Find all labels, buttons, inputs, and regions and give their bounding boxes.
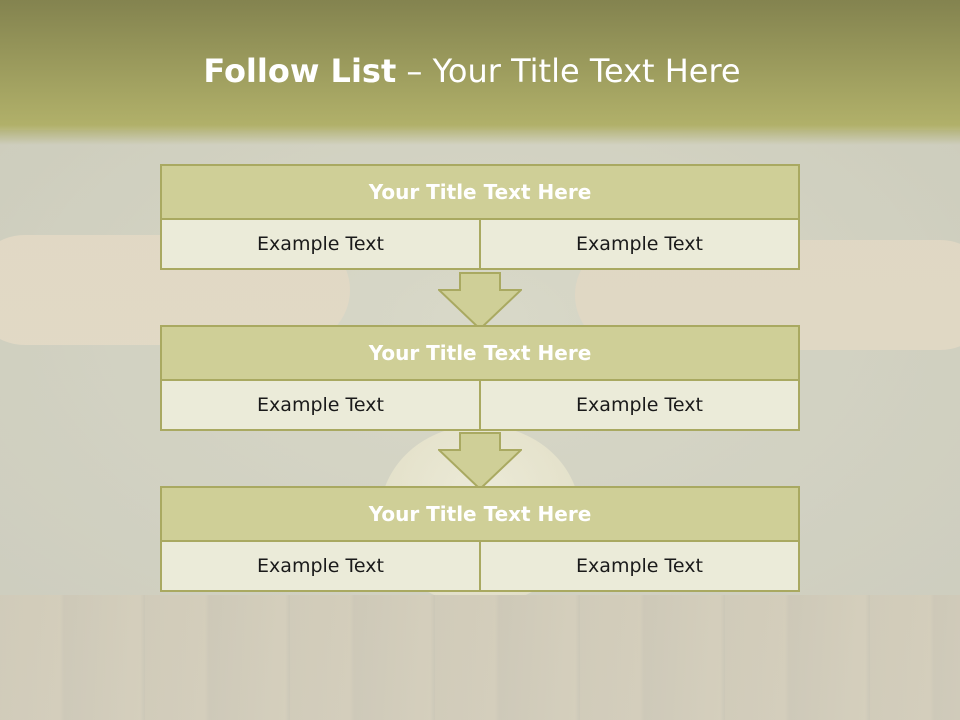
list-block-1: Your Title Text Here Example Text Exampl…	[160, 164, 800, 270]
slide-title: Follow List – Your Title Text Here	[0, 52, 944, 90]
list-block-2: Your Title Text Here Example Text Exampl…	[160, 325, 800, 431]
block-row: Example Text Example Text	[160, 381, 800, 431]
block-cell-right: Example Text	[481, 381, 800, 431]
block-row: Example Text Example Text	[160, 542, 800, 592]
list-block-3: Your Title Text Here Example Text Exampl…	[160, 486, 800, 592]
slide-title-rest: – Your Title Text Here	[396, 52, 741, 90]
block-cell-right: Example Text	[481, 542, 800, 592]
down-arrow-icon	[438, 432, 522, 490]
slide-title-bold: Follow List	[203, 52, 397, 90]
block-title: Your Title Text Here	[160, 486, 800, 542]
block-title: Your Title Text Here	[160, 325, 800, 381]
block-title: Your Title Text Here	[160, 164, 800, 220]
block-cell-left: Example Text	[160, 542, 481, 592]
block-row: Example Text Example Text	[160, 220, 800, 270]
block-cell-right: Example Text	[481, 220, 800, 270]
block-cell-left: Example Text	[160, 220, 481, 270]
block-cell-left: Example Text	[160, 381, 481, 431]
down-arrow-icon	[438, 272, 522, 330]
